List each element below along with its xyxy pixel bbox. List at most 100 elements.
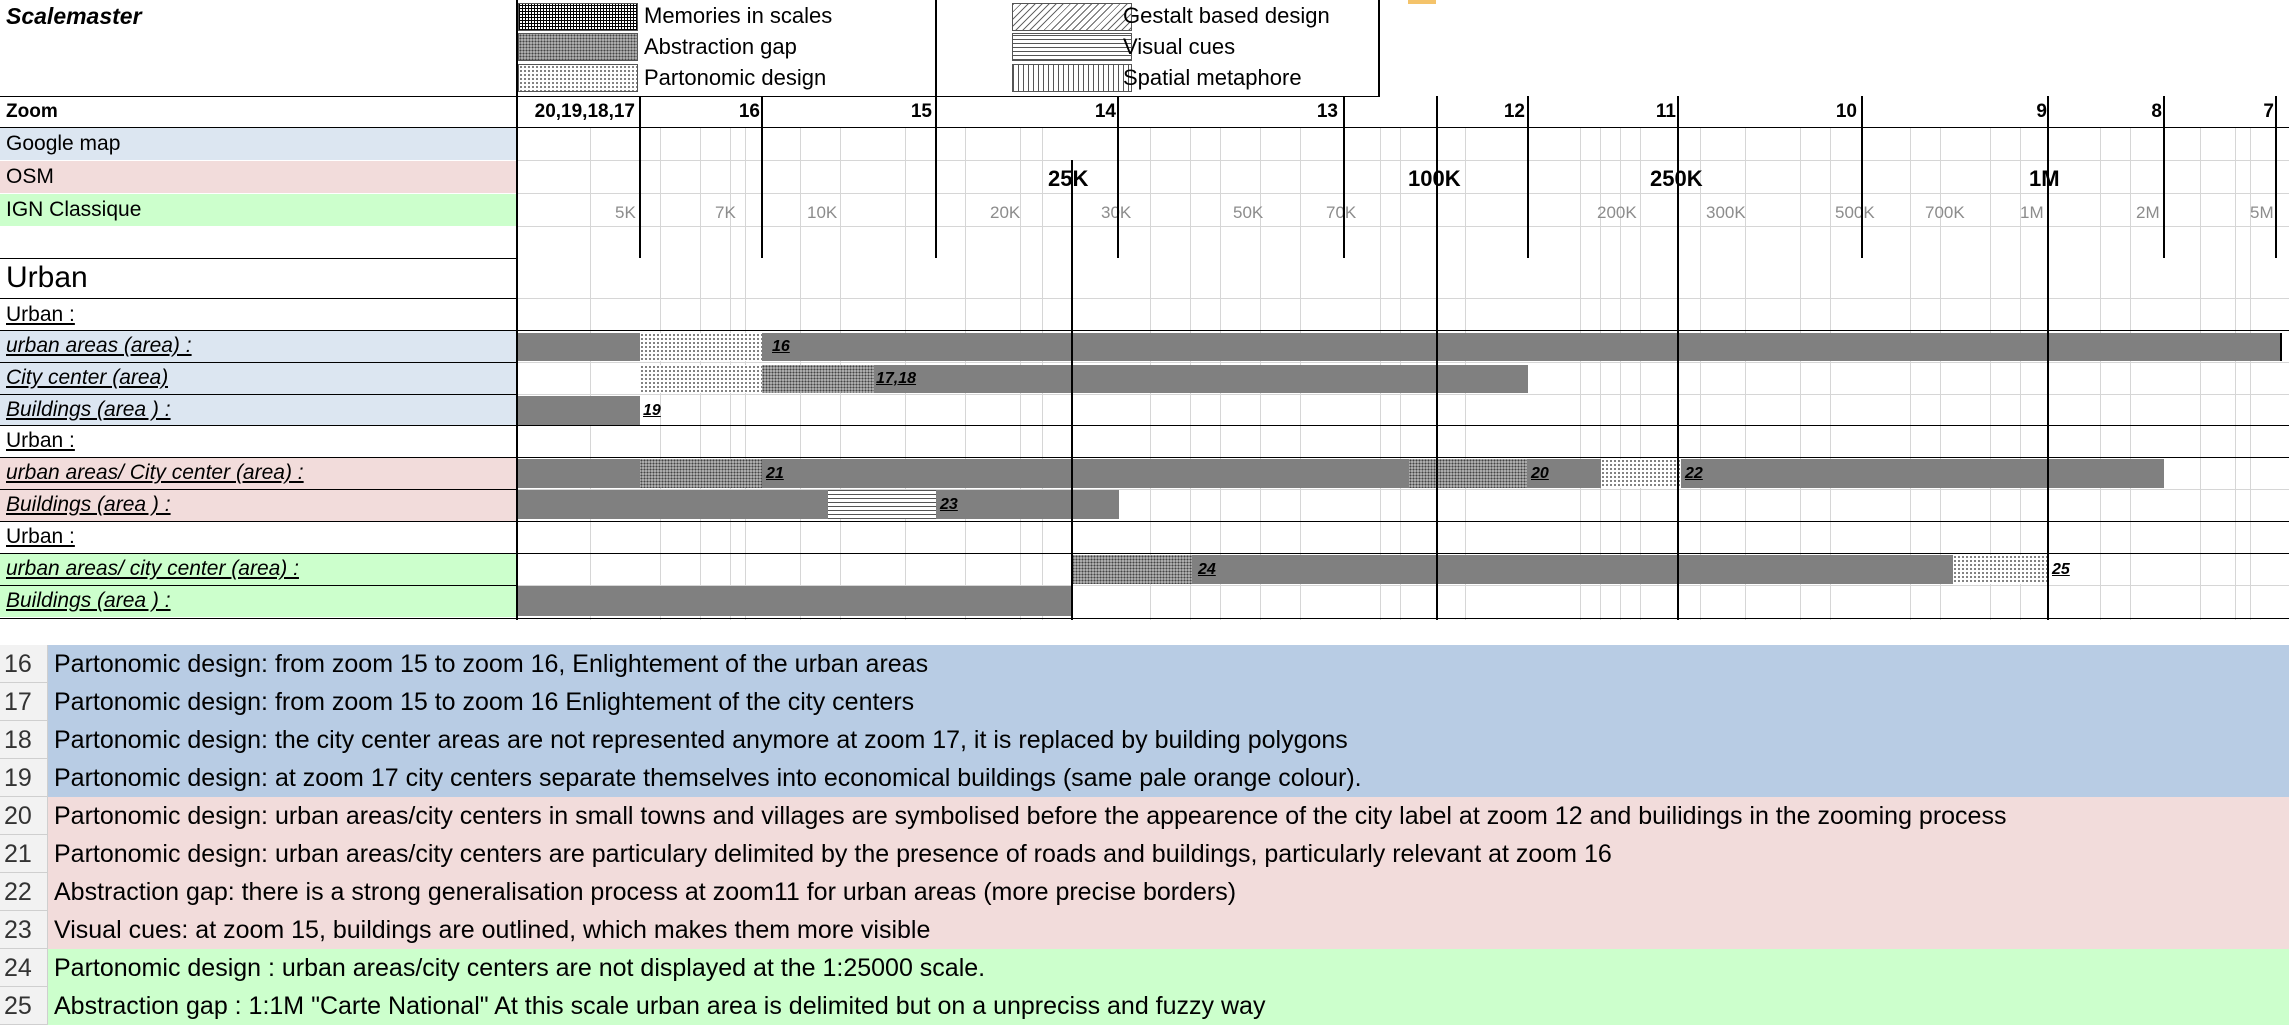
note-number: 25: [0, 987, 48, 1025]
grid-border: [1117, 96, 1119, 258]
note-number: 22: [0, 873, 48, 911]
grid-border: [1436, 96, 1438, 620]
note-number: 21: [0, 835, 48, 873]
ign-scale: 5K: [615, 203, 636, 222]
row-label-urban-city-ign: urban areas/ city center (area) :: [6, 557, 299, 580]
zoom-level: 15: [910, 101, 932, 122]
grid-border: [0, 489, 518, 490]
grid-border: [639, 96, 641, 258]
bar-note: 20: [1531, 465, 1549, 482]
provider-cell-ign: [0, 194, 517, 226]
grid-line: [518, 226, 2289, 227]
grid-line: [1640, 128, 1641, 620]
legend-label-gestalt: Gestalt based design: [1123, 3, 1330, 28]
provider-cell-google: [0, 128, 517, 160]
osm-scale: 250K: [1650, 166, 1703, 192]
ign-scale: 70K: [1326, 203, 1357, 222]
legend-border: [516, 0, 518, 96]
grid-border: [935, 96, 937, 258]
note-text: Abstraction gap : 1:1M "Carte National" …: [54, 992, 1266, 1020]
legend-label-abstraction: Abstraction gap: [644, 34, 797, 59]
row-label-city-center: City center (area): [6, 366, 169, 389]
scale-bar: [1072, 555, 2048, 584]
ign-scale: 2M: [2136, 203, 2160, 222]
grid-border: [0, 394, 518, 395]
grid-border: [0, 298, 518, 299]
grid-line: [2250, 128, 2251, 620]
grid-border: [2163, 96, 2165, 258]
scale-bar: [518, 333, 2282, 361]
row-label-urban-google: Urban :: [6, 303, 75, 326]
ign-scale: 10K: [807, 203, 838, 222]
bar-note: 19: [643, 402, 661, 419]
grid-line: [518, 585, 2289, 586]
row-cell: [0, 394, 517, 426]
scale-bar-pattern: [1072, 555, 1192, 584]
grid-border: [1071, 160, 1073, 620]
row-cell: [0, 362, 517, 394]
grid-line: [1600, 128, 1601, 620]
grid-border: [0, 457, 2289, 458]
note-text: Partonomic design: the city center areas…: [54, 726, 1348, 754]
grid-line: [1940, 128, 1941, 620]
cell-highlight: [1408, 0, 1436, 4]
zoom-level: 11: [1655, 101, 1676, 122]
legend-label-memories: Memories in scales: [644, 3, 833, 28]
legend-swatch-gestalt: [1012, 3, 1132, 31]
grid-border: [761, 96, 763, 258]
legend-border: [1378, 0, 1380, 96]
scale-bar: [518, 396, 640, 425]
grid-line: [518, 193, 2289, 194]
grid-line: [1910, 128, 1911, 620]
note-text: Partonomic design: at zoom 17 city cente…: [54, 764, 1362, 792]
legend-swatch-spatial: [1012, 64, 1132, 92]
legend-label-visual: Visual cues: [1123, 34, 1236, 59]
grid-line: [2130, 128, 2131, 620]
bar-note: 25: [2052, 561, 2070, 578]
note-number: 20: [0, 797, 48, 835]
grid-line: [2100, 128, 2101, 620]
sheet-title: Scalemaster: [6, 3, 142, 29]
bar-note: 24: [1198, 561, 1216, 578]
note-number: 23: [0, 911, 48, 949]
zoom-level: 8: [2151, 101, 2162, 122]
osm-scale: 100K: [1408, 166, 1461, 191]
legend-label-partonomic: Partonomic design: [644, 65, 827, 90]
row-cell: [0, 585, 517, 617]
grid-border: [2047, 96, 2049, 620]
zoom-level: 14: [1094, 101, 1116, 122]
row-label-buildings-osm: Buildings (area ) :: [6, 493, 171, 516]
scale-bar: [518, 459, 2164, 488]
grid-border: [1343, 96, 1345, 258]
ign-scale: 500K: [1835, 203, 1875, 222]
note-number: 24: [0, 949, 48, 987]
scale-bar-pattern: [1953, 555, 2048, 584]
scale-bar-pattern: [762, 365, 874, 393]
grid-border: [1527, 96, 1529, 258]
row-label-buildings-ign: Buildings (area ) :: [6, 589, 171, 612]
note-number: 17: [0, 683, 48, 721]
note-text: Partonomic design: from zoom 15 to zoom …: [54, 650, 929, 678]
legend-border: [935, 0, 937, 96]
ign-scale: 300K: [1706, 203, 1746, 222]
note-text: Abstraction gap: there is a strong gener…: [54, 878, 1237, 906]
osm-scale: 25K: [1048, 166, 1089, 191]
bar-note: 17,18: [876, 370, 917, 387]
grid-line: [518, 160, 2289, 161]
ign-scale: 7K: [715, 203, 736, 222]
zoom-level: 13: [1316, 101, 1338, 122]
grid-border: [0, 362, 518, 363]
grid-border: [0, 553, 2289, 554]
ign-scale: 700K: [1925, 203, 1965, 222]
bar-note: 21: [766, 465, 784, 482]
grid-line: [518, 489, 2289, 490]
grid-line: [1620, 128, 1621, 620]
scale-bar-pattern: [1409, 459, 1527, 488]
ign-scale: 50K: [1233, 203, 1264, 222]
row-cell: [0, 553, 517, 585]
grid-border: [2275, 96, 2277, 258]
ign-scale: 5M: [2250, 203, 2274, 222]
